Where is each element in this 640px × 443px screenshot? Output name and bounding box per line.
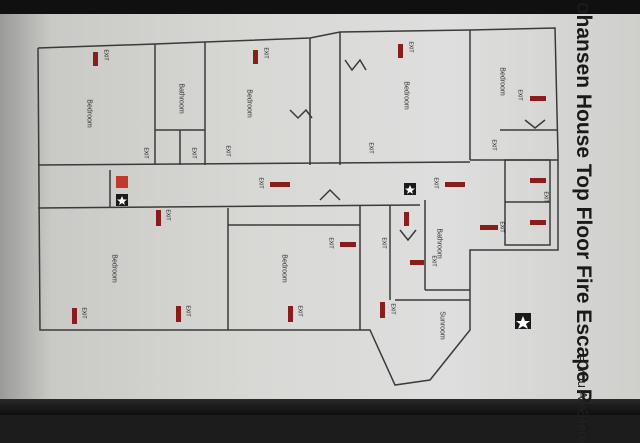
exit-arrow [410, 260, 424, 265]
exit-arrow [380, 302, 385, 318]
exit-label: EXIT [328, 237, 334, 248]
exit-arrow [176, 306, 181, 322]
exit-arrow [480, 225, 498, 230]
exit-arrow [340, 242, 356, 247]
exit-label: EXIT [297, 305, 303, 316]
exit-arrow [530, 220, 546, 225]
exit-arrow [404, 212, 409, 226]
exit-label: EXIT [185, 305, 191, 316]
exit-label: EXIT [408, 41, 414, 52]
exit-label: EXIT [165, 209, 171, 220]
exit-arrow [530, 178, 546, 183]
exit-label: EXIT [258, 177, 264, 188]
exit-label: EXIT [191, 147, 197, 158]
exit-arrow [270, 182, 290, 187]
exit-arrow [72, 308, 77, 324]
exit-label: EXIT [225, 145, 231, 156]
exit-label: EXIT [499, 221, 505, 232]
exit-arrow [156, 210, 161, 226]
exit-arrow [253, 50, 258, 64]
exit-label: EXIT [143, 147, 149, 158]
exit-label: EXIT [263, 47, 269, 58]
exit-label: EXIT [491, 139, 497, 150]
exit-label: EXIT [81, 307, 87, 318]
exit-label: EXIT [390, 303, 396, 314]
exit-arrow [530, 96, 546, 101]
exit-label: EXIT [381, 237, 387, 248]
exit-label: EXIT [103, 49, 109, 60]
exit-label: EXIT [433, 177, 439, 188]
exit-label: EXIT [431, 255, 437, 266]
exit-label: EXIT [517, 89, 523, 100]
exit-arrows [0, 0, 640, 415]
exit-arrow [288, 306, 293, 322]
exit-arrow [93, 52, 98, 66]
exit-arrow [398, 44, 403, 58]
exit-arrow [445, 182, 465, 187]
exit-label: EXIT [543, 191, 549, 202]
exit-label: EXIT [368, 142, 374, 153]
